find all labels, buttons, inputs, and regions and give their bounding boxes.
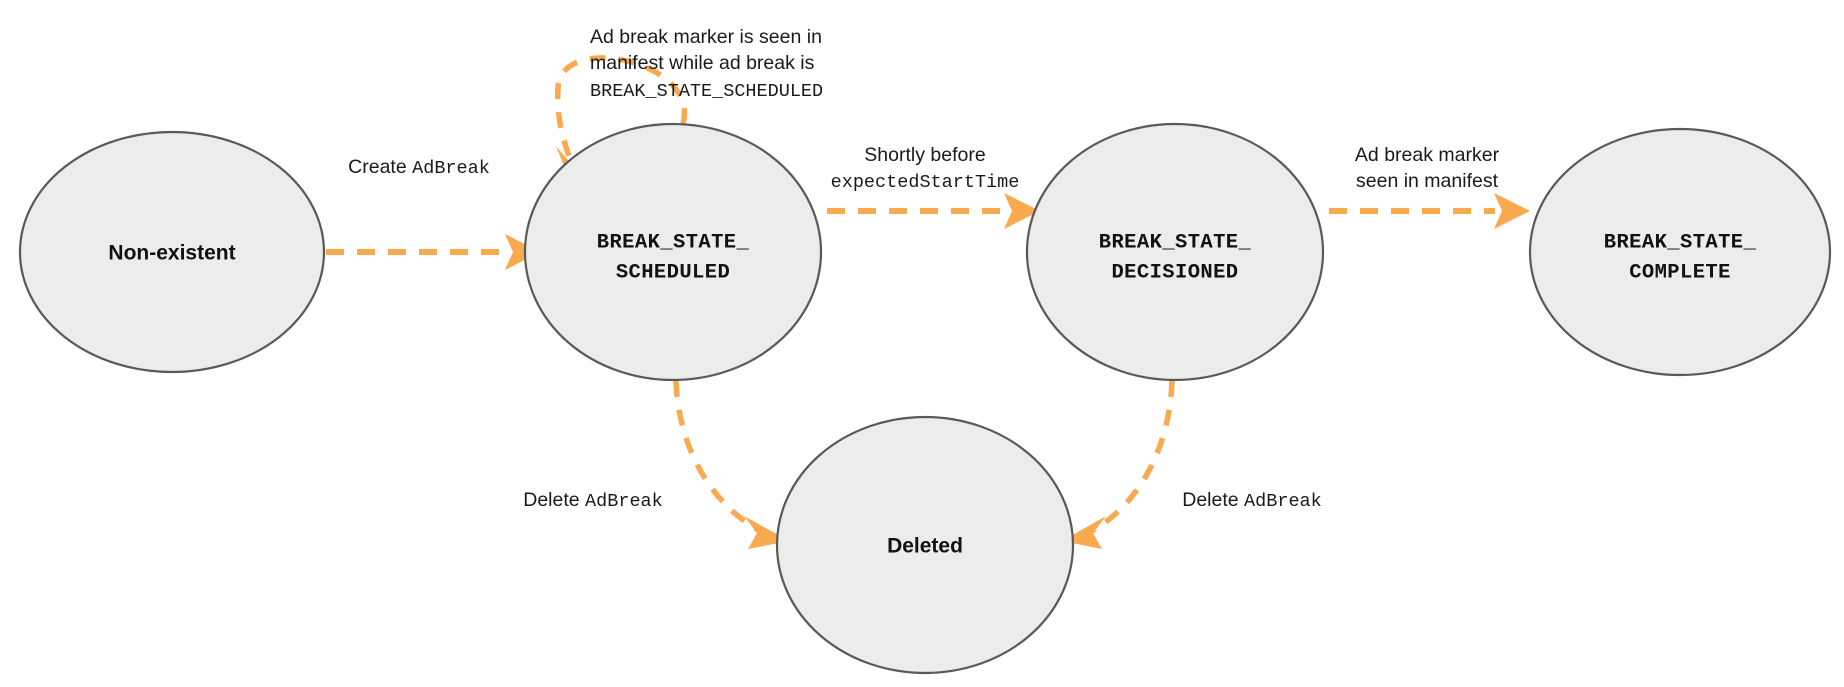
node-break-state-decisioned-label-line1: BREAK_STATE_ — [1099, 231, 1252, 254]
node-non-existent[interactable]: Non-existent — [18, 130, 326, 374]
node-break-state-scheduled[interactable]: BREAK_STATE_ SCHEDULED — [523, 122, 823, 382]
edge-delete-from-decisioned-line — [1090, 380, 1175, 534]
edge-marker-seen-label-line1: Ad break marker — [1355, 144, 1500, 166]
edge-create-adbreak-label: Create AdBreak — [348, 156, 490, 179]
node-break-state-decisioned[interactable]: BREAK_STATE_ DECISIONED — [1025, 122, 1325, 382]
edge-create-adbreak-label-part2: AdBreak — [412, 158, 490, 179]
edge-marker-seen-in-manifest: Ad break marker seen in manifest — [1329, 144, 1530, 229]
edge-delete-from-decisioned-label: Delete AdBreak — [1182, 489, 1322, 512]
edge-delete-from-scheduled-line — [673, 380, 762, 534]
node-break-state-scheduled-shape[interactable] — [523, 122, 823, 382]
edge-scheduled-self-loop-label-line3: BREAK_STATE_SCHEDULED — [590, 81, 823, 102]
edge-shortly-before: Shortly before expectedStartTime — [827, 144, 1040, 229]
node-non-existent-shape[interactable] — [18, 130, 326, 374]
edge-scheduled-self-loop-label-line2: manifest while ad break is — [590, 52, 815, 74]
edge-create-adbreak: Create AdBreak — [326, 156, 540, 270]
node-break-state-decisioned-label-line2: DECISIONED — [1111, 261, 1238, 284]
edge-marker-seen-label-line2: seen in manifest — [1356, 170, 1499, 192]
edge-delete-from-decisioned: Delete AdBreak — [1062, 380, 1322, 549]
node-break-state-decisioned-shape[interactable] — [1025, 122, 1325, 382]
node-break-state-complete-label-line2: COMPLETE — [1629, 261, 1731, 284]
edge-scheduled-self-loop: Ad break marker is seen in manifest whil… — [549, 26, 823, 182]
edge-delete-from-scheduled: Delete AdBreak — [523, 380, 789, 549]
edge-delete-from-decisioned-label-part1: Delete — [1182, 489, 1244, 511]
node-break-state-scheduled-label-line2: SCHEDULED — [616, 261, 730, 284]
edge-delete-from-scheduled-label: Delete AdBreak — [523, 489, 663, 512]
edge-scheduled-self-loop-label-line1: Ad break marker is seen in — [590, 26, 822, 48]
node-break-state-complete-shape[interactable] — [1528, 127, 1832, 377]
edge-delete-from-scheduled-label-part1: Delete — [523, 489, 585, 511]
node-break-state-scheduled-label-line1: BREAK_STATE_ — [597, 231, 750, 254]
edge-create-adbreak-label-part1: Create — [348, 156, 412, 178]
node-non-existent-label: Non-existent — [108, 242, 235, 265]
node-break-state-complete[interactable]: BREAK_STATE_ COMPLETE — [1528, 127, 1832, 377]
node-deleted[interactable]: Deleted — [775, 415, 1075, 675]
node-deleted-label: Deleted — [887, 535, 963, 558]
edge-shortly-before-arrowhead — [1004, 193, 1040, 229]
edge-shortly-before-label-line1: Shortly before — [864, 144, 985, 166]
node-break-state-complete-label-line1: BREAK_STATE_ — [1604, 231, 1757, 254]
edge-create-adbreak-arrowhead — [505, 234, 540, 270]
edge-marker-seen-arrowhead — [1494, 193, 1530, 229]
node-deleted-shape[interactable] — [775, 415, 1075, 675]
edge-shortly-before-label-line2: expectedStartTime — [831, 172, 1020, 193]
edge-delete-from-scheduled-label-part2: AdBreak — [585, 491, 663, 512]
edge-scheduled-self-loop-line — [555, 55, 688, 165]
edge-delete-from-decisioned-label-part2: AdBreak — [1244, 491, 1322, 512]
